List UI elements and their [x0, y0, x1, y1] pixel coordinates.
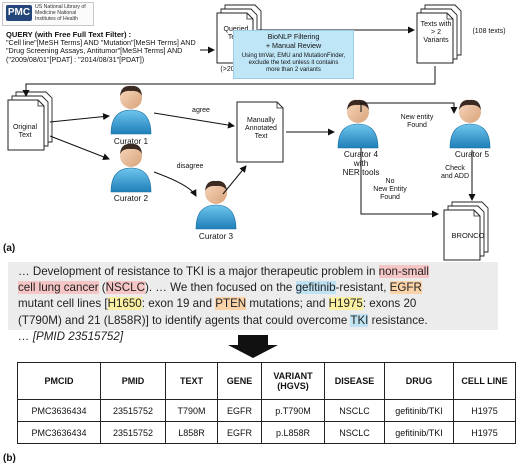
annotation-table: PMCID PMID TEXT GENE VARIANT(HGVS) DISEA…: [17, 362, 516, 444]
col-cell-line: CELL LINE: [453, 362, 516, 400]
cell-disease: NSCLC: [324, 421, 385, 444]
cell-drug: gefitinib/TKI: [384, 399, 454, 422]
curator-1-figure: [110, 85, 152, 135]
query-title: QUERY (with Free Full Text Filter) :: [6, 30, 132, 39]
variant-texts-count: (108 texts): [472, 28, 506, 35]
excerpt-line: … Development of resistance to TKI is a …: [18, 265, 429, 278]
bionlp-box: [233, 30, 354, 79]
cell-variant: p.L858R: [261, 421, 325, 444]
entity-gene: EGFR: [389, 281, 422, 295]
cell-variant: p.T790M: [261, 399, 325, 422]
query-line: "Drug Screening Assays, Antitumor"[MeSH …: [6, 46, 183, 56]
cell-cell-line: H1975: [453, 399, 516, 422]
arrow-original-to-c1: [49, 113, 110, 123]
query-line: "Cell line"[MeSH Terms] AND "Mutation"[M…: [6, 38, 196, 47]
col-disease: DISEASE: [324, 362, 385, 400]
cell-pmcid: PMC3636434: [17, 421, 101, 444]
disagree-label: disagree: [176, 163, 204, 170]
cell-cell-line: H1975: [453, 421, 516, 444]
curator-3-figure: [195, 180, 237, 230]
curator-2-figure: [110, 143, 152, 193]
entity-variant: L858R: [107, 313, 142, 327]
excerpt-line: … [PMID 23515752]: [18, 329, 124, 343]
arrow-c3-to-manual: [222, 165, 247, 195]
table-row: PMC3636434 23515752 L858R EGFR p.L858R N…: [17, 421, 516, 444]
arrow-c1-agree: [153, 112, 235, 129]
cell-drug: gefitinib/TKI: [384, 421, 454, 444]
cell-pmcid: PMC3636434: [17, 399, 101, 422]
col-drug: DRUG: [384, 362, 454, 400]
manual-annotated-doc: [236, 101, 284, 163]
col-text: TEXT: [165, 362, 218, 400]
curator-2-label: Curator 2: [113, 194, 149, 203]
query-body: "Cell line"[MeSH Terms] AND "Mutation"[M…: [6, 38, 206, 64]
curator-3-label: Curator 3: [198, 232, 234, 241]
cell-text: T790M: [165, 399, 218, 422]
entity-disease: NSCLC: [105, 281, 145, 295]
abstract-excerpt: … Development of resistance to TKI is a …: [18, 264, 500, 345]
col-pmcid: PMCID: [17, 362, 101, 400]
cell-gene: EGFR: [217, 399, 262, 422]
table-row: PMC3636434 23515752 T790M EGFR p.T790M N…: [17, 399, 516, 422]
bionlp-title: BioNLP Filtering+ Manual Review: [265, 32, 322, 50]
arrow-variants-to-original: [22, 66, 436, 97]
curator-1-label: Curator 1: [113, 137, 149, 146]
agree-label: agree: [192, 107, 210, 114]
col-gene: GENE: [217, 362, 262, 400]
col-pmid: PMID: [100, 362, 166, 400]
entity-drug: gefitinib: [295, 281, 336, 295]
panel-label-b: (b): [3, 453, 16, 464]
original-text-stack: [7, 91, 53, 151]
entity-cell-line: H1650: [107, 297, 142, 311]
bronco-label: BRONCO: [451, 231, 485, 240]
arrow-original-to-c2: [49, 135, 110, 161]
bionlp-desc: Using tmVar, EMU and MutationFinder,excl…: [241, 53, 346, 73]
cell-text: L858R: [165, 421, 218, 444]
curator-5-label: Curator 5: [454, 150, 490, 159]
cell-pmid: 23515752: [100, 421, 166, 444]
cell-pmid: 23515752: [100, 399, 166, 422]
curator-5-figure: [449, 99, 491, 149]
cell-gene: EGFR: [217, 421, 262, 444]
entity-disease: cell lung cancer: [18, 281, 99, 295]
entity-variant: T790M: [21, 313, 58, 327]
col-variant: VARIANT(HGVS): [261, 362, 325, 400]
excerpt-line: (T790M) and 21 (L858R)] to identify agen…: [18, 313, 428, 327]
panel-label-a: (a): [3, 243, 16, 254]
pmc-org-text: US National Library of Medicine National…: [35, 4, 86, 22]
down-arrow-icon: [228, 335, 278, 358]
excerpt-line: cell lung cancer (NSCLC). … We then focu…: [18, 281, 422, 295]
entity-drug: TKI: [350, 313, 369, 327]
entity-disease: non-small: [378, 265, 429, 278]
arrow-c4-to-c5: [360, 102, 458, 114]
arrow-c2-disagree: [153, 171, 197, 197]
entity-cell-line: H1975: [328, 297, 363, 311]
excerpt-line: mutant cell lines [H1650: exon 19 and PT…: [18, 297, 417, 311]
cell-disease: NSCLC: [324, 399, 385, 422]
entity-gene: PTEN: [215, 297, 247, 311]
arrow-c4-to-bronco: [360, 148, 439, 218]
query-line: ("2009/08/01"[PDAT] : "2014/08/31"[PDAT]…: [6, 54, 145, 64]
table-header-row: PMCID PMID TEXT GENE VARIANT(HGVS) DISEA…: [17, 362, 516, 400]
curator-4-figure: [337, 99, 379, 149]
pmc-logo: PMC: [6, 5, 32, 21]
